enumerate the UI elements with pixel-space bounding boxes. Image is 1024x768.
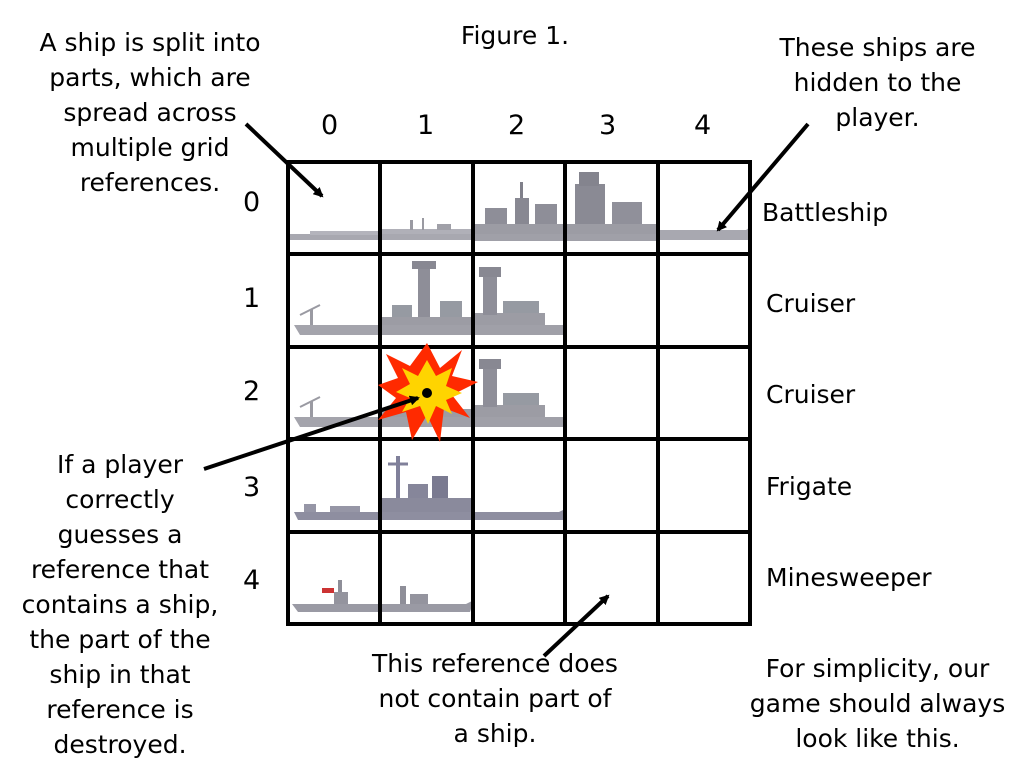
grid-cell-3-2[interactable] [473, 439, 565, 531]
grid-cell-2-4[interactable] [658, 347, 750, 439]
ship-name-cruiser-2: Cruiser [766, 380, 855, 410]
grid-cell-4-0[interactable] [288, 532, 380, 624]
grid-cell-4-4[interactable] [658, 532, 750, 624]
grid-cell-1-0[interactable] [288, 254, 380, 346]
grid-cell-0-0[interactable] [288, 162, 380, 254]
grid-cell-3-4[interactable] [658, 439, 750, 531]
grid-cell-1-3[interactable] [565, 254, 657, 346]
figure-title: Figure 1. [440, 18, 590, 53]
grid-cell-3-1[interactable] [380, 439, 472, 531]
column-label-3: 3 [599, 111, 616, 141]
minesweeper-part-icon [290, 568, 380, 618]
ship-name-cruiser-1: Cruiser [766, 289, 855, 319]
frigate-part-icon [382, 446, 472, 526]
grid-cell-0-4[interactable] [658, 162, 750, 254]
column-label-1: 1 [417, 111, 434, 141]
column-label-0: 0 [321, 111, 338, 141]
note-simplicity: For simplicity, our game should always l… [735, 651, 1020, 756]
row-label-3: 3 [243, 473, 260, 503]
cruiser-part-icon [382, 353, 472, 433]
battleship-part-icon [567, 168, 657, 248]
row-label-4: 4 [243, 566, 260, 596]
ship-name-minesweeper: Minesweeper [766, 563, 932, 593]
ship-name-frigate: Frigate [766, 472, 852, 502]
grid-cell-0-1[interactable] [380, 162, 472, 254]
note-ships-hidden: These ships are hidden to the player. [745, 30, 1010, 135]
ship-name-battleship: Battleship [762, 198, 888, 228]
note-hit-destroys-part: If a player correctly guesses a referenc… [10, 447, 230, 762]
cruiser-part-icon [475, 261, 565, 341]
cruiser-part-icon [290, 383, 380, 433]
row-label-1: 1 [243, 284, 260, 314]
battleship-part-icon [475, 178, 565, 248]
grid-cell-4-2[interactable] [473, 532, 565, 624]
battleship-grid [286, 160, 752, 626]
minesweeper-part-icon [382, 568, 472, 618]
grid-cell-2-3[interactable] [565, 347, 657, 439]
row-label-2: 2 [243, 377, 260, 407]
cruiser-part-icon [382, 261, 472, 341]
grid-cell-2-2[interactable] [473, 347, 565, 439]
column-label-2: 2 [508, 111, 525, 141]
cruiser-part-icon [290, 291, 380, 341]
grid-cell-1-2[interactable] [473, 254, 565, 346]
cruiser-part-icon [475, 353, 565, 433]
frigate-part-icon [475, 486, 565, 526]
grid-cell-0-3[interactable] [565, 162, 657, 254]
battleship-part-icon [290, 198, 380, 248]
grid-cell-3-3[interactable] [565, 439, 657, 531]
frigate-part-icon [290, 476, 380, 526]
grid-cell-0-2[interactable] [473, 162, 565, 254]
grid-cell-1-1[interactable] [380, 254, 472, 346]
grid-cell-2-1[interactable] [380, 347, 472, 439]
row-label-0: 0 [243, 188, 260, 218]
grid-cell-4-1[interactable] [380, 532, 472, 624]
grid-cell-3-0[interactable] [288, 439, 380, 531]
battleship-part-icon [382, 198, 472, 248]
note-ship-split: A ship is split into parts, which are sp… [5, 25, 295, 200]
grid-cell-1-4[interactable] [658, 254, 750, 346]
note-empty-reference: This reference does not contain part of … [350, 646, 640, 751]
column-label-4: 4 [694, 111, 711, 141]
grid-cell-4-3[interactable] [565, 532, 657, 624]
grid-cell-2-0[interactable] [288, 347, 380, 439]
battleship-part-icon [660, 198, 750, 248]
